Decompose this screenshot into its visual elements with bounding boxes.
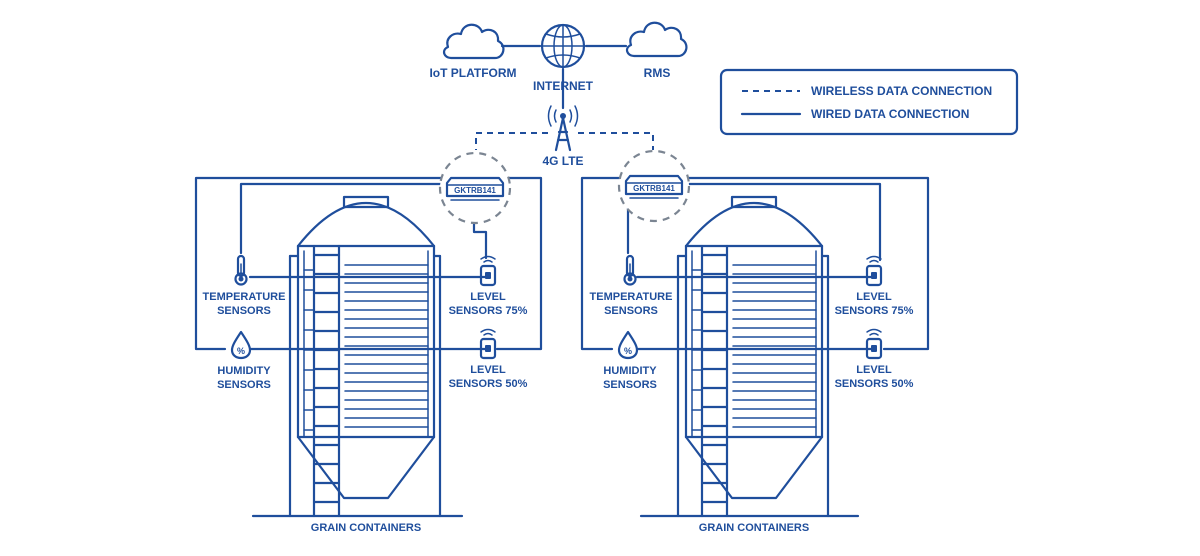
legend: WIRELESS DATA CONNECTION WIRED DATA CONN… <box>719 68 1019 136</box>
level-sensors-50-label-line2: SENSORS 50% <box>835 378 914 390</box>
iot-platform-cloud-icon <box>442 23 505 60</box>
humidity-sensors-label-line1: HUMIDITY <box>217 365 271 377</box>
lte-label: 4G LTE <box>542 154 583 168</box>
level-sensors-75-label-line1: LEVEL <box>470 291 506 303</box>
temperature-sensors-label-line2: SENSORS <box>217 305 271 317</box>
humidity-droplet-icon <box>617 330 639 360</box>
grain-containers-caption: GRAIN CONTAINERS <box>699 522 809 534</box>
grain-silo <box>639 195 860 518</box>
temperature-sensors-label-line1: TEMPERATURE <box>590 291 673 303</box>
site-1: GKTRB141 TEMPERATURE SENSORS HUMIDITY SE… <box>194 151 543 534</box>
rms-label: RMS <box>644 66 671 80</box>
level-sensors-50-label-line2: SENSORS 50% <box>449 378 528 390</box>
top-network: IoT PLATFORM INTERNET RMS 4G LTE <box>429 21 688 168</box>
temperature-sensors-label-line2: SENSORS <box>604 305 658 317</box>
level-sensors-50-label-line1: LEVEL <box>470 364 506 376</box>
gateway-wireless-ring <box>438 151 512 225</box>
iot-platform-label: IoT PLATFORM <box>429 66 516 80</box>
level-sensors-75-label-line2: SENSORS 75% <box>835 305 914 317</box>
rms-cloud-icon <box>625 21 688 58</box>
level-sensors-75-label-line2: SENSORS 75% <box>449 305 528 317</box>
cell-tower-icon <box>547 105 579 152</box>
humidity-sensors-label-line1: HUMIDITY <box>603 365 657 377</box>
thermometer-icon <box>623 254 637 286</box>
humidity-droplet-icon <box>230 330 252 360</box>
gateway-wireless-ring <box>617 149 691 223</box>
humidity-sensors-label-line2: SENSORS <box>217 379 271 391</box>
level-sensor-75-icon <box>479 255 497 287</box>
site-2-detail: GKTRB141 TEMPERATURE SENSORS HUMIDITY SE… <box>580 149 930 534</box>
level-sensor-50-icon <box>865 328 883 360</box>
level-sensors-75-label-line1: LEVEL <box>856 291 892 303</box>
level-sensor-75-icon <box>865 255 883 287</box>
gateway-label: GKTRB141 <box>633 184 675 193</box>
internet-globe-icon <box>540 23 586 69</box>
internet-label: INTERNET <box>533 79 594 93</box>
level-sensor-50-icon <box>479 328 497 360</box>
thermometer-icon <box>234 254 248 286</box>
grain-silo <box>251 195 464 518</box>
humidity-sensors-label-line2: SENSORS <box>603 379 657 391</box>
legend-wireless-label: WIRELESS DATA CONNECTION <box>811 84 992 98</box>
grain-containers-caption: GRAIN CONTAINERS <box>311 522 421 534</box>
temperature-sensors-label-line1: TEMPERATURE <box>203 291 286 303</box>
silo-ladder <box>312 244 341 518</box>
gateway-label: GKTRB141 <box>454 186 496 195</box>
legend-wired-label: WIRED DATA CONNECTION <box>811 107 969 121</box>
silo-ladder <box>700 244 729 518</box>
level-sensors-50-label-line1: LEVEL <box>856 364 892 376</box>
